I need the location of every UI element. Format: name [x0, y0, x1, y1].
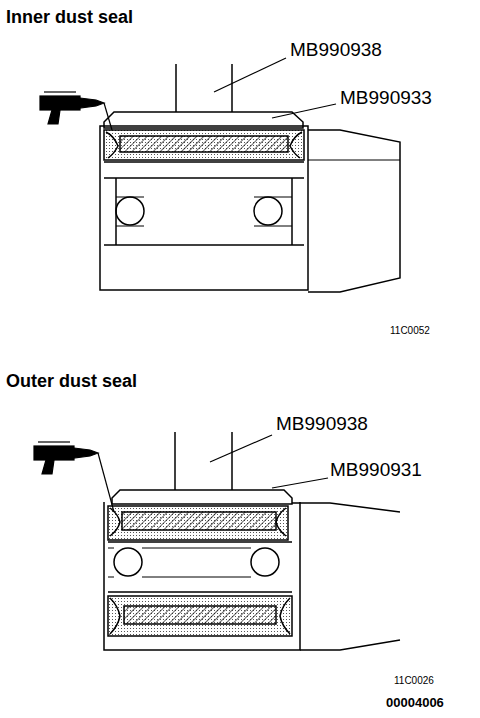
figure-code: 11C0026 [394, 676, 434, 686]
tool-number: MB990931 [330, 460, 422, 479]
tool-number: MB990938 [276, 414, 368, 433]
figure-code: 11C0052 [390, 326, 430, 336]
document-code: 00004006 [386, 696, 444, 709]
tool-number: MB990933 [340, 88, 432, 107]
section-heading: Outer dust seal [6, 372, 137, 390]
tool-number: MB990938 [290, 40, 382, 59]
section-heading: Inner dust seal [6, 8, 133, 26]
